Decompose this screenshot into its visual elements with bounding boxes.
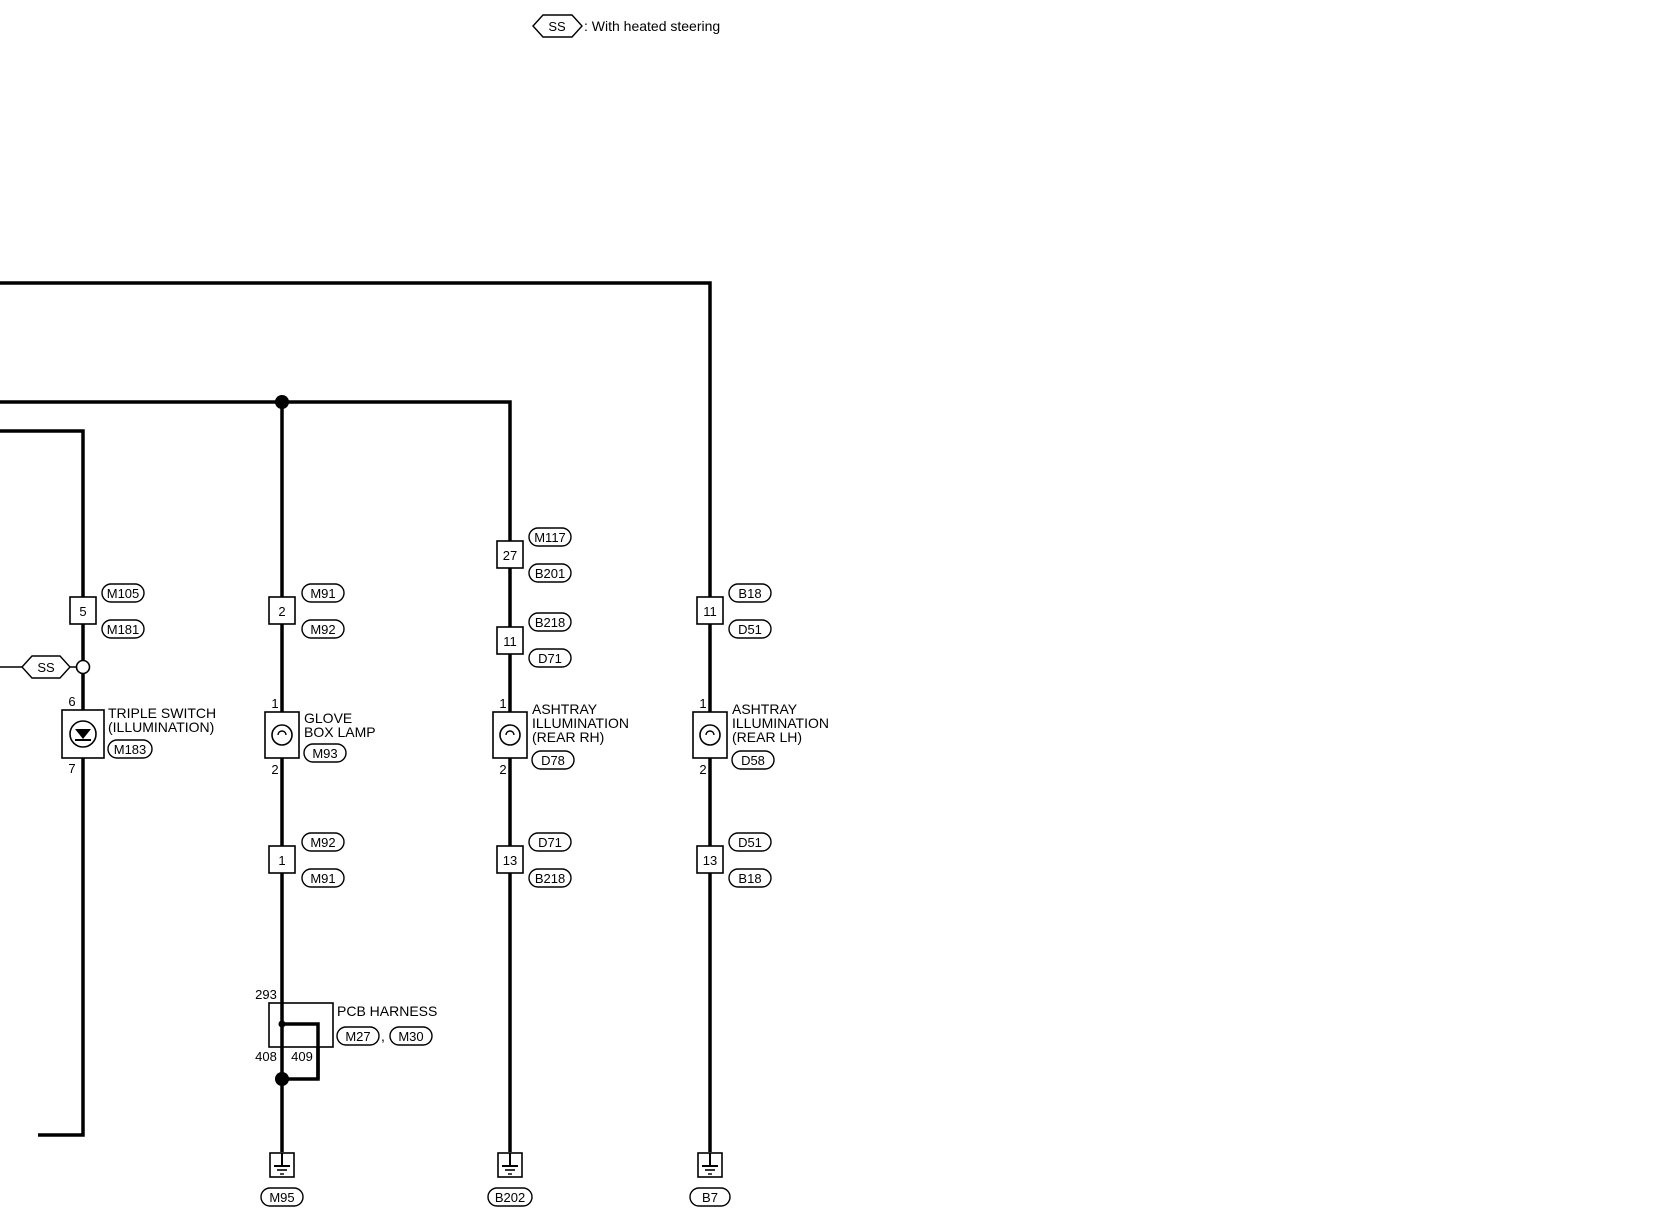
connector-13-lh: 13 D51 B18	[696, 832, 772, 888]
wire-illum-feed	[0, 400, 512, 1152]
connector-1: 1 M92 M91	[268, 832, 345, 888]
svg-text:D71: D71	[538, 651, 562, 666]
svg-text:M91: M91	[310, 586, 335, 601]
ss-tag: SS	[21, 655, 71, 679]
svg-text:,: ,	[381, 1028, 385, 1044]
svg-text:TRIPLE SWITCH: TRIPLE SWITCH	[108, 705, 216, 721]
svg-text:1: 1	[499, 696, 506, 711]
svg-text:D71: D71	[538, 835, 562, 850]
svg-text:2: 2	[271, 762, 278, 777]
svg-text:D51: D51	[738, 622, 762, 637]
svg-text:ASHTRAY: ASHTRAY	[532, 701, 598, 717]
bulb-icon	[271, 724, 293, 746]
svg-text:1: 1	[699, 696, 706, 711]
connector-13-rh: 13 D71 B218	[496, 832, 572, 888]
svg-text:11: 11	[703, 604, 717, 619]
svg-text:M105: M105	[107, 586, 140, 601]
svg-text:M92: M92	[310, 622, 335, 637]
svg-text:M181: M181	[107, 622, 140, 637]
svg-text:2: 2	[278, 604, 285, 619]
diode-icon	[75, 729, 91, 739]
svg-text:SS: SS	[37, 660, 55, 675]
wire-triple-switch	[0, 429, 85, 1137]
ground-m95: M95	[260, 1152, 304, 1207]
ashtray-illumination-rear-rh: 1 2 ASHTRAY ILLUMINATION (REAR RH) D78	[492, 696, 629, 777]
svg-text:6: 6	[68, 694, 75, 709]
svg-text:M91: M91	[310, 871, 335, 886]
svg-text:5: 5	[79, 604, 86, 619]
legend-text: : With heated steering	[584, 18, 720, 34]
svg-text:D78: D78	[541, 753, 565, 768]
legend-ss-hex	[532, 14, 583, 38]
svg-text:B7: B7	[702, 1190, 718, 1205]
svg-text:293: 293	[255, 987, 277, 1002]
connector-2: 2 M91 M92	[268, 583, 345, 639]
splice-dot	[275, 1072, 289, 1086]
ground-b202: B202	[487, 1152, 533, 1207]
svg-text:ASHTRAY: ASHTRAY	[732, 701, 798, 717]
svg-text:2: 2	[699, 762, 706, 777]
svg-text:D58: D58	[741, 753, 765, 768]
svg-text:11: 11	[503, 634, 517, 649]
svg-text:13: 13	[703, 853, 717, 868]
svg-text:(ILLUMINATION): (ILLUMINATION)	[108, 719, 214, 735]
svg-text:B18: B18	[738, 586, 761, 601]
svg-text:BOX LAMP: BOX LAMP	[304, 724, 376, 740]
bulb-icon	[699, 724, 721, 746]
svg-text:M30: M30	[398, 1029, 423, 1044]
svg-text:PCB HARNESS: PCB HARNESS	[337, 1003, 437, 1019]
legend: SS : With heated steering	[532, 14, 720, 38]
svg-text:(REAR LH): (REAR LH)	[732, 729, 802, 745]
splice-dot	[275, 395, 289, 409]
svg-text:ILLUMINATION: ILLUMINATION	[732, 715, 829, 731]
svg-text:B202: B202	[495, 1190, 525, 1205]
svg-text:GLOVE: GLOVE	[304, 710, 352, 726]
connector-11-rh: 11 B218 D71	[496, 612, 572, 668]
connector-11-lh: 11 B18 D51	[696, 583, 772, 639]
bulb-icon	[499, 724, 521, 746]
svg-text:27: 27	[503, 548, 517, 563]
svg-text:7: 7	[68, 761, 75, 776]
legend-ss-tag: SS	[548, 19, 566, 34]
svg-text:1: 1	[271, 696, 278, 711]
connector-5: 5 M105 M181	[69, 583, 145, 639]
ss-branch-node	[75, 659, 91, 675]
svg-text:409: 409	[291, 1049, 313, 1064]
glove-box-lamp: 1 2 GLOVE BOX LAMP M93	[264, 696, 376, 777]
triple-switch: 6 7 TRIPLE SWITCH (ILLUMINATION) M183	[61, 694, 216, 776]
connector-27: 27 M117 B201	[496, 527, 572, 583]
svg-text:M183: M183	[114, 742, 147, 757]
svg-text:M92: M92	[310, 835, 335, 850]
svg-text:ILLUMINATION: ILLUMINATION	[532, 715, 629, 731]
svg-text:13: 13	[503, 853, 517, 868]
svg-text:B218: B218	[535, 871, 565, 886]
svg-text:1: 1	[278, 853, 285, 868]
svg-text:B218: B218	[535, 615, 565, 630]
pcb-harness: 293 408 409 PCB HARNESS M27 , M30	[255, 987, 437, 1079]
svg-text:M27: M27	[345, 1029, 370, 1044]
svg-text:M117: M117	[534, 530, 566, 545]
ground-b7: B7	[689, 1152, 731, 1207]
svg-text:2: 2	[499, 762, 506, 777]
svg-text:D51: D51	[738, 835, 762, 850]
svg-text:M93: M93	[312, 746, 337, 761]
ashtray-illumination-rear-lh: 1 2 ASHTRAY ILLUMINATION (REAR LH) D58	[692, 696, 829, 777]
svg-text:B201: B201	[535, 566, 565, 581]
svg-text:M95: M95	[269, 1190, 294, 1205]
svg-text:408: 408	[255, 1049, 277, 1064]
svg-text:B18: B18	[738, 871, 761, 886]
svg-text:(REAR RH): (REAR RH)	[532, 729, 604, 745]
